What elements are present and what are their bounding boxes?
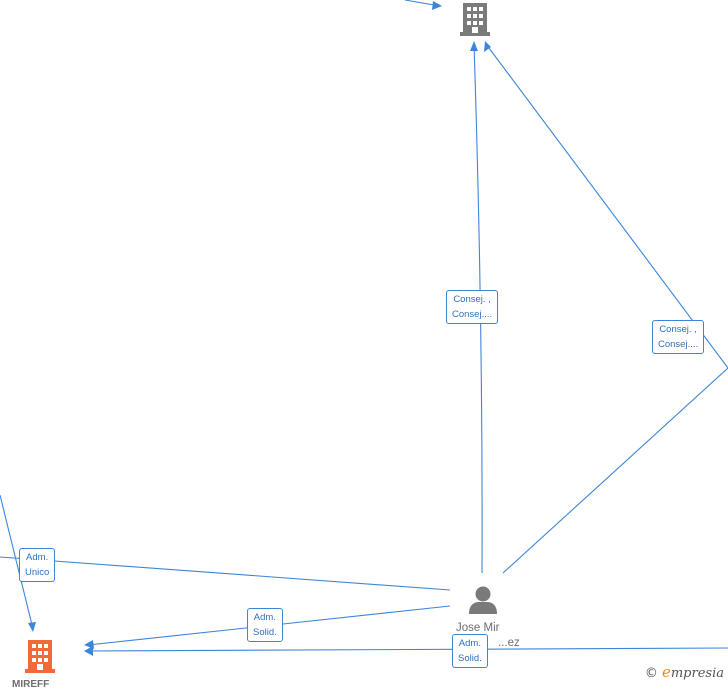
arrowhead [432, 1, 442, 10]
copyright-symbol: © [644, 666, 658, 681]
edge-person-to-left-offscreen [0, 556, 451, 591]
edge-label-adm-solid[interactable]: Adm. Solid. [247, 608, 283, 642]
arrowhead [28, 622, 36, 632]
brand-initial: e [661, 663, 671, 681]
person-name-line1: Jose Mir [456, 622, 500, 634]
edge-label-line: Consej.... [452, 309, 493, 320]
edge-label-line: Adm. [458, 638, 481, 649]
arrowhead [84, 640, 94, 649]
edge-label-line: Consej.... [658, 339, 699, 350]
edge-label-line: Adm. [253, 612, 276, 623]
person-name-line2: ...ez [498, 637, 520, 649]
empresia-watermark: © empresia [645, 663, 724, 681]
edge-label-consej[interactable]: Consej. , Consej.... [652, 320, 705, 354]
person-icon[interactable] [469, 586, 497, 615]
edge-label-line: Consej. , [453, 294, 491, 305]
edge-label-line: Solid. [253, 627, 277, 638]
building-icon[interactable] [460, 3, 490, 36]
edge-offscreen-to-bottom-company [0, 494, 34, 630]
edge-label-line: Adm. [26, 552, 49, 563]
edge-label-line: Consej. , [659, 324, 697, 335]
edge-right-to-bottom-company [87, 647, 728, 652]
edge-person-to-right [502, 367, 728, 574]
edge-label-consej[interactable]: Consej. , Consej.... [446, 290, 499, 324]
arrowhead [470, 41, 478, 51]
brand-rest: mpresia [670, 666, 724, 681]
building-icon[interactable] [25, 640, 55, 673]
edge-label-adm-solid[interactable]: Adm. Solid. [452, 634, 488, 668]
edge-label-line: Solid. [458, 653, 482, 664]
edge-label-adm-unico[interactable]: Adm. Unico [19, 548, 56, 582]
person-name[interactable]: Jose Mir ...ez [456, 621, 520, 651]
arrowhead [484, 41, 491, 52]
edge-label-line: Unico [25, 567, 50, 578]
arrowhead [84, 646, 93, 656]
edge-right-to-top-company [485, 43, 728, 369]
